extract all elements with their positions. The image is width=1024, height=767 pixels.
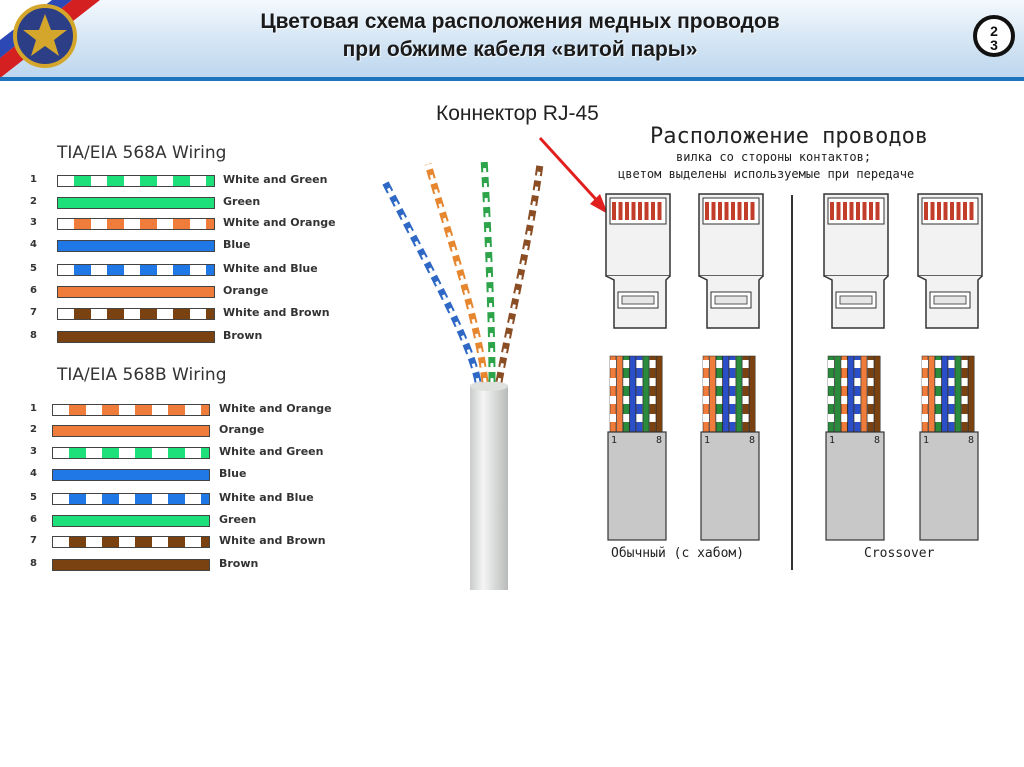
wire-label: Blue xyxy=(223,238,251,251)
wire-layout-title: Расположение проводов xyxy=(650,124,929,149)
wire-blue-solid xyxy=(57,240,215,252)
wire-green-solid xyxy=(57,197,215,209)
slide-title: Цветовая схема расположения медных прово… xyxy=(110,8,930,64)
pin-number: 8 xyxy=(30,558,37,569)
wire-green-striped xyxy=(57,175,215,187)
cable-jacket xyxy=(470,385,508,590)
wire-label: White and Blue xyxy=(219,491,314,504)
wire-label: Green xyxy=(223,195,261,208)
caption-crossover: Crossover xyxy=(864,546,935,561)
rj45-plug-diagram xyxy=(698,193,764,541)
pin-number: 7 xyxy=(30,307,37,318)
rj45-plug-diagram xyxy=(823,193,889,541)
pin-1-marker: 1 xyxy=(923,435,930,446)
pin-number: 6 xyxy=(30,514,37,525)
pin-number: 2 xyxy=(30,424,37,435)
page-number-badge: 2 3 xyxy=(973,15,1015,57)
pin-8-marker: 8 xyxy=(968,435,975,446)
pin-number: 3 xyxy=(30,446,37,457)
wire-label: White and Orange xyxy=(223,216,336,229)
pin-1-marker: 1 xyxy=(611,435,618,446)
wire-green-solid xyxy=(52,515,210,527)
wire-blue-striped xyxy=(52,493,210,505)
pin-8-marker: 8 xyxy=(874,435,881,446)
cable-jacket-end xyxy=(470,381,508,391)
wiring-568a-title: TIA/EIA 568A Wiring xyxy=(57,143,227,163)
pin-number: 5 xyxy=(30,263,37,274)
blue-pair-wire xyxy=(380,178,482,383)
green-pair-stripe xyxy=(482,157,494,383)
wire-blue-solid xyxy=(52,469,210,481)
header-divider xyxy=(0,77,1024,81)
wire-orange-striped xyxy=(57,218,215,230)
page-number-bottom: 3 xyxy=(990,37,998,53)
wire-label: White and Orange xyxy=(219,402,332,415)
wire-brown-striped xyxy=(57,308,215,320)
pin-number: 7 xyxy=(30,535,37,546)
brown-pair-stripe xyxy=(497,163,542,383)
slide-header: Цветовая схема расположения медных прово… xyxy=(0,0,1024,78)
caption-straight: Обычный (с хабом) xyxy=(611,546,745,561)
wire-label: Orange xyxy=(219,423,265,436)
orange-pair-wire xyxy=(424,163,489,383)
wire-label: White and Blue xyxy=(223,262,318,275)
slide-title-line-2: при обжиме кабеля «витой пары» xyxy=(342,38,698,61)
blue-pair-stripe xyxy=(382,179,480,383)
pin-8-marker: 8 xyxy=(656,435,663,446)
wire-label: White and Green xyxy=(219,445,324,458)
connector-label: Коннектор RJ-45 xyxy=(436,102,599,125)
wire-green-striped xyxy=(52,447,210,459)
wire-label: White and Brown xyxy=(223,306,330,319)
pin-number: 6 xyxy=(30,285,37,296)
wire-orange-striped xyxy=(52,404,210,416)
wiring-568b-title: TIA/EIA 568B Wiring xyxy=(57,365,227,385)
wire-brown-striped xyxy=(52,536,210,548)
pin-number: 4 xyxy=(30,468,37,479)
wire-label: Brown xyxy=(219,557,259,570)
red-arrow-icon xyxy=(538,136,608,214)
flag-emblem-icon xyxy=(0,0,100,78)
pin-number: 1 xyxy=(30,174,37,185)
orange-pair-stripe xyxy=(426,163,487,383)
pin-number: 4 xyxy=(30,239,37,250)
wire-layout-subtitle-2: цветом выделены используемые при передач… xyxy=(618,167,915,181)
wire-label: White and Brown xyxy=(219,534,326,547)
pin-8-marker: 8 xyxy=(749,435,756,446)
pin-number: 1 xyxy=(30,403,37,414)
twisted-pair-cable-image xyxy=(380,157,544,590)
pin-1-marker: 1 xyxy=(704,435,711,446)
wire-label: Green xyxy=(219,513,257,526)
pin-number: 2 xyxy=(30,196,37,207)
pin-number: 3 xyxy=(30,217,37,228)
pin-1-marker: 1 xyxy=(829,435,836,446)
wire-label: Orange xyxy=(223,284,269,297)
wire-layout-subtitle-1: вилка со стороны контактов; xyxy=(676,150,872,164)
wire-blue-striped xyxy=(57,264,215,276)
wire-brown-solid xyxy=(57,331,215,343)
wire-label: Brown xyxy=(223,329,263,342)
rj45-plug-diagram xyxy=(917,193,983,541)
wire-brown-solid xyxy=(52,559,210,571)
pin-number: 8 xyxy=(30,330,37,341)
wire-orange-solid xyxy=(52,425,210,437)
pin-number: 5 xyxy=(30,492,37,503)
slide-title-line-1: Цветовая схема расположения медных прово… xyxy=(260,10,780,33)
rj45-plug-diagram xyxy=(605,193,671,541)
page-number-top: 2 xyxy=(990,23,998,39)
wire-orange-solid xyxy=(57,286,215,298)
wire-label: White and Green xyxy=(223,173,328,186)
wire-label: Blue xyxy=(219,467,247,480)
section-divider xyxy=(791,195,793,570)
